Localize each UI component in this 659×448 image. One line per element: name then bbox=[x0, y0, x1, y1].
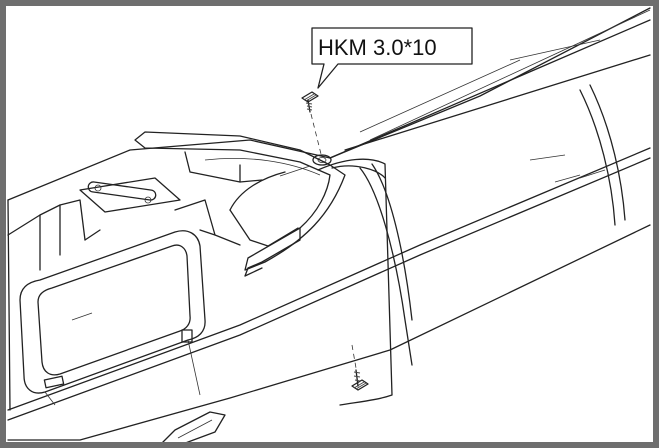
screw-callout: HKM 3.0*10 bbox=[311, 27, 473, 89]
joint-collar bbox=[312, 84, 626, 406]
side-window bbox=[19, 230, 206, 406]
screw-spec-label: HKM 3.0*10 bbox=[318, 35, 437, 60]
lower-screw bbox=[351, 369, 369, 391]
upper-screw bbox=[301, 91, 319, 113]
top-hatch bbox=[79, 177, 181, 213]
upper-screw-leader bbox=[310, 113, 323, 159]
canopy-cover bbox=[134, 131, 346, 277]
fuselage-body bbox=[7, 7, 651, 441]
lower-screw-leader bbox=[351, 344, 357, 369]
cabin-frame bbox=[7, 199, 241, 411]
lower-step bbox=[159, 411, 226, 446]
